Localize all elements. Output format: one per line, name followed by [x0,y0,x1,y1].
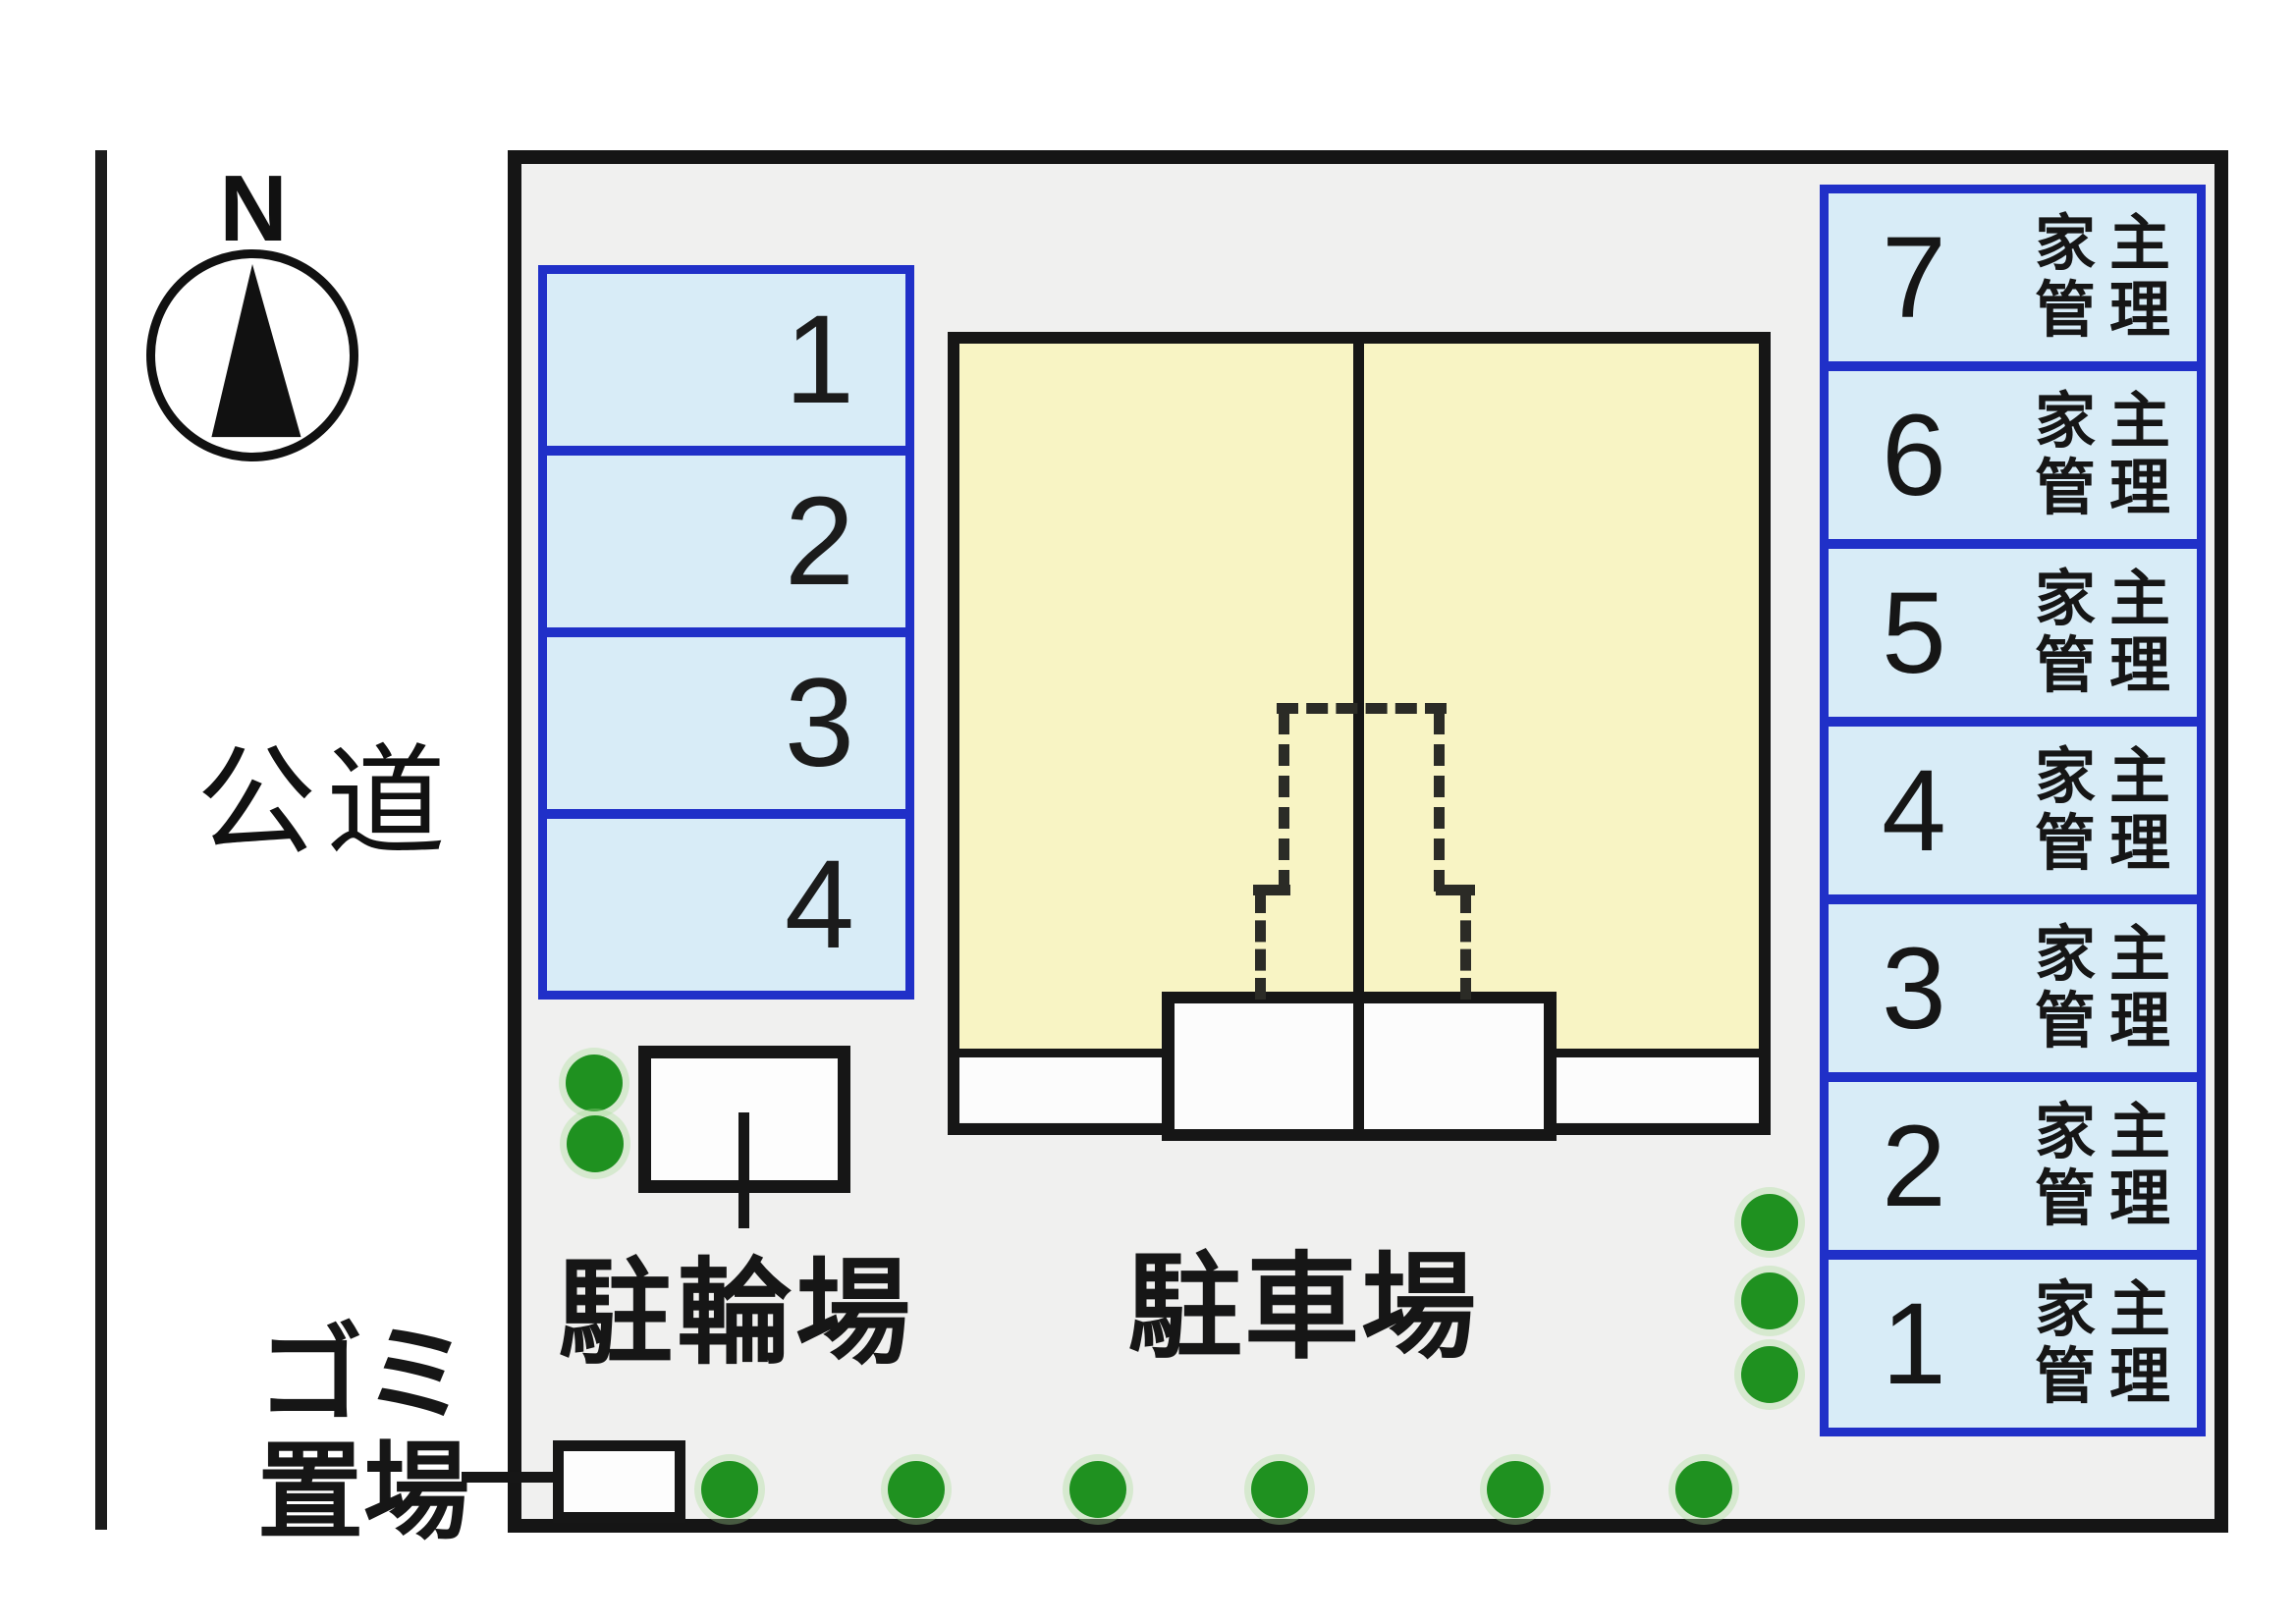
unit-number: 6 [1882,390,1946,520]
owner-label-line1: 家主 [2035,565,2185,633]
parking-space-3: 3 [538,628,914,818]
unit-space-1: 1 家主管理 [1820,1251,2206,1436]
porch-right-wall [1544,992,1557,1141]
owner-label-line2: 管理 [2035,631,2185,700]
shrub-dot [888,1461,945,1518]
porch-bottom-line [1162,1129,1557,1141]
owner-managed-label: 家主管理 [2035,1275,2185,1411]
parking-space-2: 2 [538,447,914,636]
unit-number: 2 [1882,1101,1946,1231]
building-divider-line [1353,338,1364,1135]
owner-label-line2: 管理 [2035,987,2185,1055]
garbage-label-line2: 置場 [256,1433,469,1551]
parking-space-number: 3 [784,653,854,793]
shrub-dot [1741,1194,1798,1251]
bicycle-parking-label: 駐輪場 [558,1249,915,1378]
shrub-dot [1741,1272,1798,1329]
entrance-dashed-left-jog [1253,885,1290,895]
garbage-label-line1: ゴミ [256,1315,469,1434]
building-right-strip [1557,1057,1759,1122]
building-left-strip [959,1057,1162,1122]
entrance-dashed-left-upper [1279,713,1289,892]
unit-number: 3 [1882,923,1946,1054]
owner-label-line2: 管理 [2035,1342,2185,1411]
right-strip-top-line [1544,1049,1771,1057]
shrub-dot [701,1461,758,1518]
car-parking-label: 駐車場 [1127,1243,1479,1372]
parking-space-4: 4 [538,810,914,1000]
garbage-pointer [462,1472,624,1483]
entrance-dashed-top [1277,703,1447,714]
shrub-dot [1675,1461,1732,1518]
shrub-dot [1741,1346,1798,1403]
shrub-dot [1069,1461,1126,1518]
unit-number: 1 [1882,1278,1946,1409]
compass-needle-icon [211,263,301,438]
porch-left-wall [1162,992,1175,1141]
entrance-dashed-right-jog [1436,885,1475,895]
parking-space-number: 4 [784,835,854,975]
building-outline-bottom-left [948,1123,1175,1135]
entrance-dashed-right-lower [1460,892,1471,1000]
building-outline-left [948,332,959,1135]
owner-managed-label: 家主管理 [2035,565,2185,700]
owner-label-line1: 家主 [2035,209,2185,278]
entrance-dashed-left-lower [1255,892,1266,1000]
parking-space-number: 1 [784,290,854,430]
owner-label-line2: 管理 [2035,276,2185,345]
road-edge-line [95,150,107,1530]
shrub-dot [1487,1461,1544,1518]
owner-managed-label: 家主管理 [2035,387,2185,522]
unit-space-6: 6 家主管理 [1820,362,2206,548]
owner-label-line2: 管理 [2035,1164,2185,1233]
compass-icon [146,249,358,461]
owner-label-line1: 家主 [2035,920,2185,989]
unit-number: 7 [1882,212,1946,343]
parking-space-number: 2 [784,471,854,612]
compass-north-label: N [219,156,288,261]
unit-space-7: 7 家主管理 [1820,185,2206,370]
building-outline-bottom-right [1544,1123,1771,1135]
owner-managed-label: 家主管理 [2035,742,2185,878]
owner-label-line2: 管理 [2035,454,2185,522]
owner-managed-label: 家主管理 [2035,1098,2185,1233]
garbage-box [553,1440,685,1523]
unit-space-3: 3 家主管理 [1820,895,2206,1081]
owner-label-line2: 管理 [2035,809,2185,878]
unit-number: 5 [1882,568,1946,698]
owner-managed-label: 家主管理 [2035,209,2185,345]
building-outline-right [1759,332,1771,1135]
bicycle-parking-pointer [738,1112,749,1228]
unit-space-4: 4 家主管理 [1820,718,2206,903]
garbage-area-label: ゴミ 置場 [231,1316,496,1551]
shrub-dot [566,1055,623,1111]
road-label: 公道 [196,735,456,869]
unit-space-5: 5 家主管理 [1820,540,2206,726]
owner-label-line1: 家主 [2035,1098,2185,1166]
shrub-dot [567,1115,624,1172]
left-strip-top-line [948,1049,1175,1057]
unit-space-2: 2 家主管理 [1820,1073,2206,1259]
owner-label-line1: 家主 [2035,742,2185,811]
shrub-dot [1251,1461,1308,1518]
owner-managed-label: 家主管理 [2035,920,2185,1055]
owner-label-line1: 家主 [2035,1275,2185,1344]
parking-space-1: 1 [538,265,914,455]
owner-label-line1: 家主 [2035,387,2185,456]
entrance-dashed-right-upper [1434,713,1445,892]
unit-number: 4 [1882,745,1946,876]
